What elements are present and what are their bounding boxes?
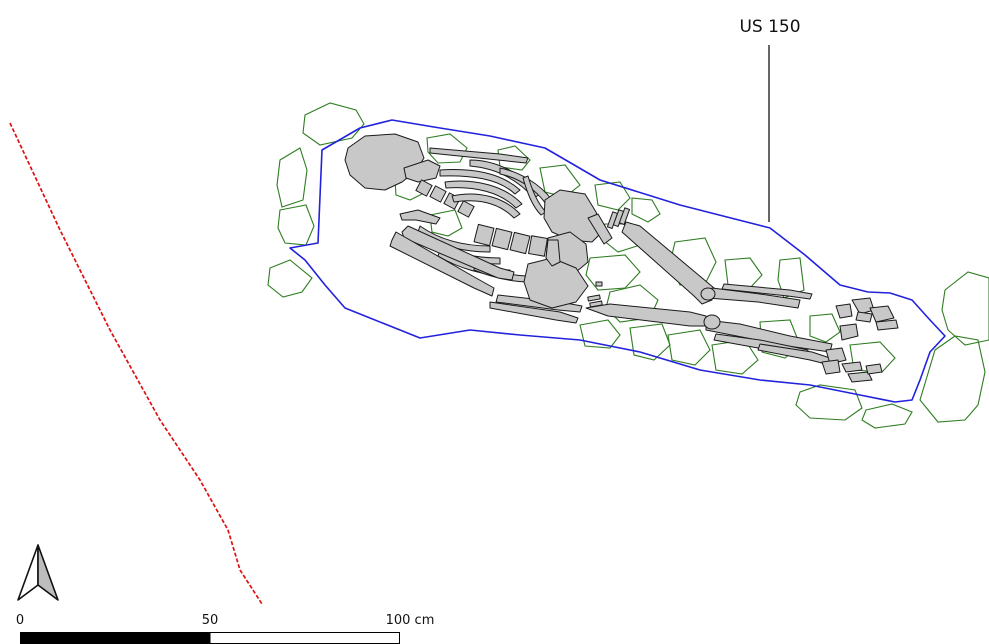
stone: [426, 133, 468, 164]
humerus: [401, 225, 515, 281]
patella: [700, 287, 716, 301]
stone: [919, 335, 986, 423]
foot-bones: [835, 303, 853, 319]
foot-bones: [855, 311, 873, 323]
mandible: [403, 159, 441, 183]
hand-bone: [589, 300, 603, 308]
skull: [344, 133, 425, 191]
hand-bone: [595, 281, 603, 287]
scale-segment-black: [20, 632, 210, 644]
stone: [724, 257, 763, 289]
stone: [809, 313, 841, 343]
rib: [522, 175, 547, 216]
tibia: [705, 319, 833, 353]
rib: [444, 180, 523, 209]
humerus-upper: [389, 231, 495, 297]
stone: [429, 209, 463, 237]
vertebra: [415, 179, 433, 197]
hand-bone: [618, 207, 631, 226]
stone: [579, 319, 621, 349]
foot-bones: [869, 305, 895, 323]
stone: [539, 164, 581, 198]
skeleton: [344, 133, 899, 383]
clavicle: [399, 209, 441, 225]
trench-edge-line: [9, 122, 263, 605]
stone: [795, 384, 863, 421]
stone: [585, 254, 641, 291]
foot-bones: [865, 363, 883, 375]
stone: [594, 181, 631, 211]
foot-bones: [875, 319, 899, 331]
foot-bones: [839, 323, 859, 341]
unit-label: US 150: [739, 17, 800, 37]
femur: [585, 303, 707, 327]
clavicle: [429, 147, 529, 164]
vertebra: [473, 223, 495, 247]
femur: [621, 221, 715, 305]
foot-bones: [821, 359, 841, 375]
stone: [497, 145, 531, 171]
scale-segment-white: [209, 632, 400, 644]
humerus: [587, 213, 613, 245]
scale-tick-100: 100 cm: [386, 613, 435, 628]
scale-bar: 0 50 100 cm: [16, 613, 435, 644]
vertebra: [528, 235, 548, 257]
stone: [267, 259, 313, 298]
rib: [439, 169, 521, 195]
north-arrow-icon: [17, 544, 59, 601]
sacrum: [545, 239, 561, 267]
ulna: [489, 301, 579, 324]
stone: [276, 147, 308, 208]
fibula: [721, 283, 813, 300]
stone: [667, 329, 711, 366]
foot-bones: [851, 297, 875, 315]
scale-tick-0: 0: [16, 613, 24, 628]
vertebra: [509, 231, 531, 255]
scapula: [543, 189, 603, 243]
hand-bone: [587, 294, 601, 302]
rib: [451, 193, 521, 219]
foot-bones: [847, 371, 873, 383]
stone: [302, 102, 365, 146]
stone: [941, 271, 989, 346]
stone: [631, 197, 661, 223]
grave-cut-outline: [289, 119, 946, 403]
foot-bones: [825, 347, 847, 365]
stone: [861, 403, 913, 429]
scale-tick-50: 50: [202, 613, 219, 628]
stone: [277, 204, 315, 246]
patella: [703, 314, 721, 330]
foot-bones: [841, 361, 863, 373]
vertebra: [457, 200, 475, 218]
vertebra: [429, 185, 447, 203]
vertebra: [491, 227, 513, 251]
